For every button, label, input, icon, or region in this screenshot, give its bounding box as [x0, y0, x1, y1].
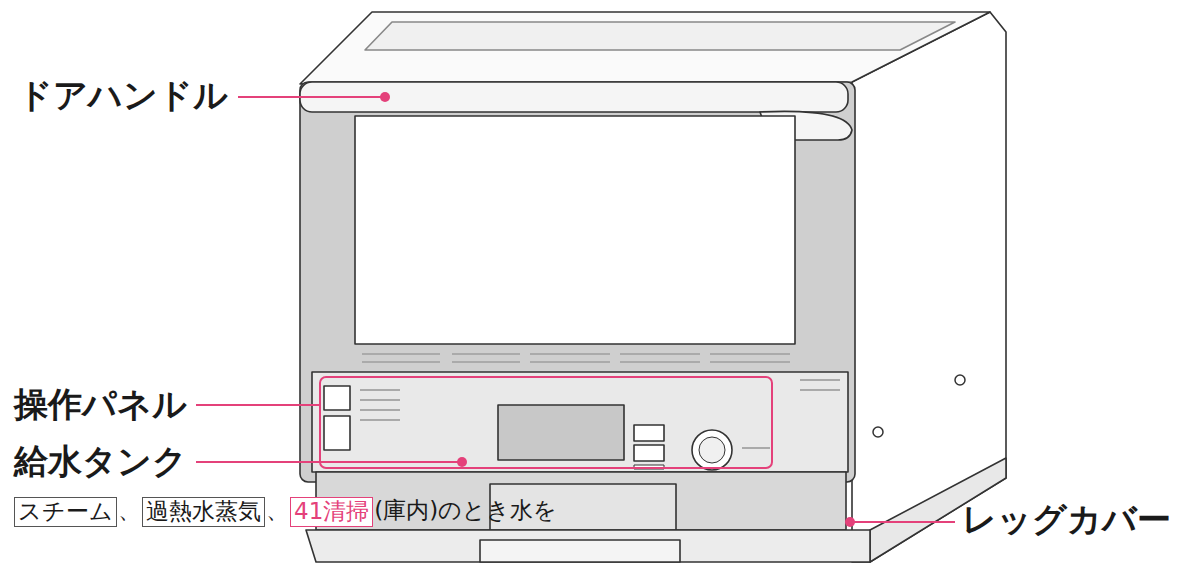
- caption-text: (庫内)のとき水を: [374, 497, 557, 525]
- side-screw: [955, 375, 965, 385]
- panel-button: [324, 386, 350, 410]
- dial-knob: [699, 437, 725, 463]
- part-name: レッグカバー: [962, 500, 1171, 539]
- part-name: ドアハンドル: [18, 76, 228, 115]
- display: [498, 405, 624, 460]
- panel-highlight: [320, 377, 772, 468]
- key-name-box: 過熱水蒸気: [142, 497, 265, 527]
- door-window: [355, 116, 795, 344]
- panel-button: [634, 445, 664, 461]
- key-name: スチーム: [18, 498, 113, 524]
- key-name: 41清掃: [294, 498, 369, 524]
- part-name: 給水タンク: [14, 442, 187, 481]
- leg-cover: [306, 530, 870, 562]
- part-name: 操作パネル: [14, 385, 187, 424]
- key-name-box: 41清掃: [290, 497, 373, 527]
- top-panel: [365, 22, 955, 50]
- side-screw: [873, 427, 883, 437]
- key-name: 過熱水蒸気: [146, 498, 261, 524]
- door-handle: [300, 82, 848, 112]
- key-name-box: スチーム: [14, 497, 117, 527]
- caption-text: 、: [118, 497, 141, 525]
- panel-button: [634, 425, 664, 441]
- water-tank: [316, 472, 846, 530]
- leader-lines: [196, 92, 955, 527]
- control-panel: [312, 372, 848, 472]
- small-print: [360, 354, 840, 448]
- oven-side: [852, 12, 1006, 562]
- dial-knob: [692, 430, 732, 470]
- leg-notch: [480, 540, 680, 562]
- oven-front: [300, 82, 855, 482]
- oven-top: [300, 12, 990, 84]
- panel-button: [324, 416, 350, 450]
- caption-text: 、: [266, 497, 289, 525]
